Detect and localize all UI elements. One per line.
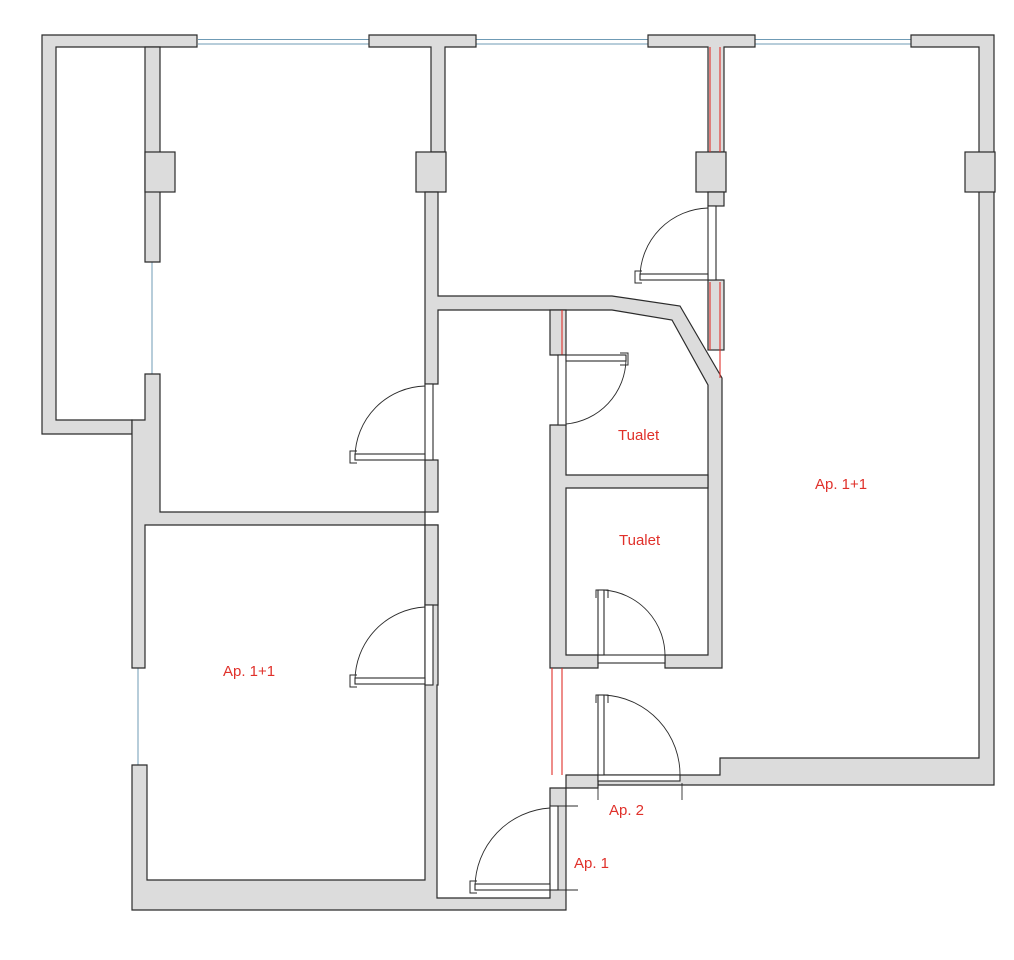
doors [349,205,717,894]
wall-corridor-seg-1 [424,459,439,513]
label-tualet-upper: Tualet [618,427,660,444]
door-4 [557,352,629,426]
column-4 [964,151,996,193]
wall-corridor-seg-2 [424,524,439,606]
wall-balcony-outer [41,34,198,435]
walls [41,34,996,911]
wall-toilets [549,309,567,356]
wall-top-right [647,34,756,153]
windows [137,39,911,765]
label-ap1: Ap. 1 [574,855,609,872]
wall-corridor-upper [424,191,723,669]
column-2 [415,151,447,193]
label-ap2: Ap. 2 [609,802,644,819]
door-6 [595,694,683,800]
wall-toilets-left [549,424,709,669]
door-2 [349,383,434,464]
room-labels: Tualet Tualet Ap. 1+1 Ap. 1+1 Ap. 2 Ap. … [223,427,867,872]
wall-right-upper-stub [707,191,725,207]
label-ap-right: Ap. 1+1 [815,476,867,493]
door-7 [469,805,578,894]
wall-top-center [368,34,477,153]
door-5 [595,589,666,664]
wall-ap2-entry [565,774,599,789]
wall-outer-right [597,34,995,786]
label-ap-left: Ap. 1+1 [223,663,275,680]
wall-left-mid [131,373,426,669]
label-tualet-lower: Tualet [619,532,661,549]
column-3 [695,151,727,193]
red-lines [551,47,721,775]
wall-bottom-left [131,524,567,911]
column-1 [144,151,176,193]
door-3 [349,604,434,688]
door-1 [634,205,717,284]
